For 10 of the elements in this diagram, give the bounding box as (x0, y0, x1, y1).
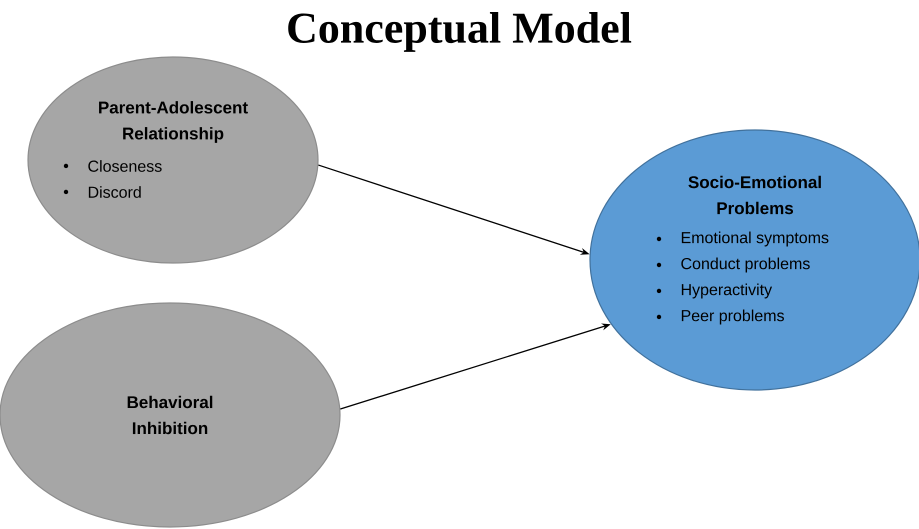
heading: Parent-Adolescent Relationship (99, 101, 248, 143)
title: Conceptual Model (288, 12, 632, 52)
bullet-item: Closeness (88, 160, 162, 172)
bullet-item: Conduct problems (681, 258, 810, 272)
bullet-item: Emotional symptoms (682, 232, 828, 246)
bullet-item: Discord (88, 186, 141, 198)
bullet-item: Peer problems (682, 310, 784, 324)
heading: Socio-Emotional Problems (688, 176, 821, 214)
bullet-item: Hyperactivity (682, 284, 772, 298)
heading: Behavioral Inhibition (128, 396, 212, 434)
